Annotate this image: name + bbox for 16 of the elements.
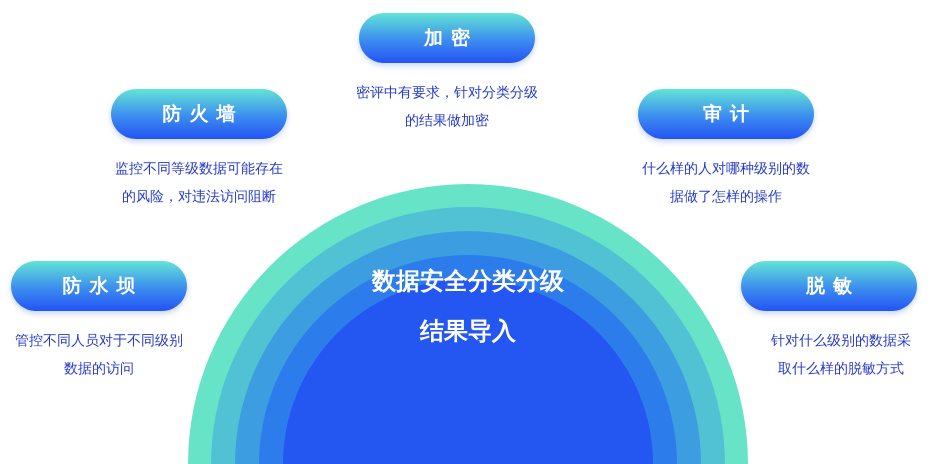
pill-label: 脱敏 bbox=[804, 274, 861, 299]
description-text: 管控不同人员对于不同级别数据的访问 bbox=[14, 332, 184, 379]
center-title: 数据安全分类分级结果导入 bbox=[370, 266, 565, 347]
pill-label: 审计 bbox=[702, 102, 758, 127]
pill-label: 防火墙 bbox=[162, 102, 244, 127]
title-pill bbox=[638, 89, 814, 139]
title-pill bbox=[111, 89, 287, 139]
pill-label: 防水坝 bbox=[62, 274, 144, 299]
description-text: 针对什么级别的数据采取什么样的脱敏方式 bbox=[770, 332, 912, 379]
pill-label: 加密 bbox=[422, 26, 479, 51]
description-text: 监控不同等级数据可能存在的风险，对违法访问阻断 bbox=[114, 160, 284, 207]
title-pill bbox=[11, 261, 187, 311]
title-pill bbox=[359, 13, 535, 63]
title-pill bbox=[741, 261, 917, 311]
description-text: 密评中有要求，针对分类分级的结果做加密 bbox=[354, 84, 539, 131]
description-text: 什么样的人对哪种级别的数据做了怎样的操作 bbox=[640, 160, 811, 207]
